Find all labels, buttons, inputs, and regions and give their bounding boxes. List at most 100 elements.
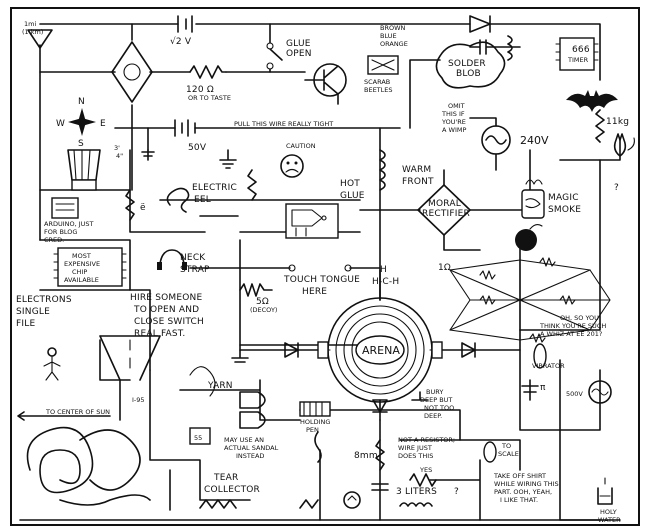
color-label-1: BROWN [380,24,406,32]
resistor-e [125,189,135,221]
tear-label-1: TEAR [213,473,238,483]
color-label-2: BLUE [380,32,397,40]
ft3-label: 3' [114,144,120,152]
diodes-arena [284,342,476,413]
hire-label-1: HIRE SOMEONE [130,293,202,303]
wire-tangle [26,426,151,506]
bury-label-2: DEEP BUT [420,396,452,404]
chip-label-3: CHIP [72,268,87,276]
pull-wire-label: PULL THIS WIRE REALLY TIGHT [234,120,333,128]
antenna [27,29,53,49]
magic-smoke [521,179,545,219]
compass-w: W [56,119,65,129]
yarn-ball [189,366,216,397]
moral-rectifier [417,184,471,236]
light-bulb [343,491,361,509]
warm-label-2: FRONT [402,177,434,187]
res120-label: 120 Ω [186,85,214,95]
tongue-contacts [288,264,352,272]
electrons-label-3: FILE [16,319,35,329]
resistor-120 [189,65,227,79]
moral-label-2: RECTIFIER [422,209,470,219]
mm8-label: 8mm [354,451,378,461]
resistor-center [247,169,257,201]
hch-label: H-C-H [372,277,399,287]
pi-label: π [540,383,546,393]
v240-label: 240V [520,134,549,147]
compass-n: N [78,97,85,107]
whiz-label-1: OH, SO YOU [560,314,599,322]
bomb [515,223,543,251]
holy-label-1: HOLY [600,508,617,516]
warm-label-1: WARM [402,165,431,175]
holy-water [597,477,613,505]
res120-sub: OR TO TASTE [188,94,231,102]
arduino-label-3: CRED. [44,236,64,244]
glue-label-1: GLUE [286,39,311,49]
electrons-label-2: SINGLE [16,307,50,317]
sqrt2v-label: √2 V [170,36,192,47]
e-label: ë [140,203,146,213]
lamp-bucket [67,149,101,191]
transistor [304,63,347,105]
sandal-label-2: ACTUAL SANDAL [224,444,279,452]
sandal-label-3: INSTEAD [236,452,264,460]
omit-label-1: OMIT [448,102,465,110]
yes-label: YES [419,466,432,474]
vibrator [519,329,561,369]
bury-ground [411,391,429,401]
v500-label: 500V [566,390,583,398]
expensive-chip [53,247,127,287]
timer-label-1: 666 [572,45,590,55]
tear-collector [199,499,319,509]
bury-label-4: DEEP. [424,412,442,420]
shirt-label-3: PART. OOH, YEAH, [494,488,552,496]
notres-label-3: DOES THIS [398,452,433,460]
capacitor-top [469,39,521,55]
electrons-label-1: ELECTRONS [16,295,72,305]
omit-label-3: YOU'RE [441,118,466,126]
in4-label: 4" [116,152,123,160]
hot-label-1: HOT [340,179,360,189]
highway-i95 [99,335,161,381]
whiz-label-3: A WHIZ AT EE 201? [540,330,602,338]
holding-label-2: PEN [306,426,319,434]
caution-label: CAUTION [286,142,316,150]
speed-sign-label: 55 [194,434,202,442]
shirt-label-2: WHILE WIRING THIS [494,480,559,488]
notres-label-1: NOT A RESISTOR; [398,436,455,444]
holy-label-2: WATER [598,516,621,524]
antenna-label-1: 1mi [24,20,36,28]
touch-label-1: TOUCH TONGUE [283,275,360,285]
scarab-label-1: SCARAB [364,78,390,86]
resistor-yes [409,473,437,487]
coil-bottom [399,502,433,507]
magic-label-1: MAGIC [548,193,579,203]
solder-label-2: BLOB [456,69,481,79]
compass-rose [68,108,96,136]
battery-50v [141,119,196,161]
chip-label-2: EXPENSIVE [64,260,100,268]
toscale-label-1: TO [501,442,511,450]
neck-strap [157,249,187,270]
liters-label: 3 LITERS [396,487,437,497]
compass-s: S [78,139,84,149]
decoy-label-2: (DECOY) [250,306,277,314]
resistor-11kg [595,109,605,143]
hire-label-3: CLOSE SWITCH [134,317,204,327]
magic-label-2: SMOKE [548,205,581,215]
eel-label-2: EEL [194,195,211,205]
arduino-board [51,197,79,219]
r1-label: 1Ω [438,263,451,273]
question-2: ? [614,183,619,193]
arena [317,289,443,411]
decoy-label-1: 5Ω [256,297,269,307]
scarab-box [367,55,399,75]
i95-label: I-95 [132,396,145,404]
diode-top [469,15,491,33]
shirt-label-4: I LIKE THAT. [500,496,538,504]
warm-front-coil [379,149,386,191]
person [43,347,61,381]
chip-label-4: AVAILABLE [64,276,99,284]
logic-gates [239,391,266,429]
